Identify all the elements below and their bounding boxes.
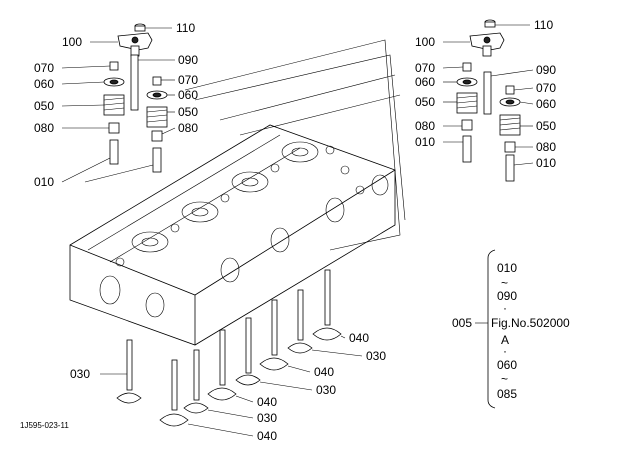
ref-label-005: 005 [452, 316, 472, 330]
valve-030-a [183, 349, 209, 414]
valve-stack-right-b [499, 85, 521, 182]
valve-spring-left-b [146, 106, 168, 128]
callout-040-b: 040 [314, 365, 334, 379]
callout-050-right-a: 050 [415, 95, 435, 109]
callout-leaders [61, 24, 534, 437]
callout-050-left-b: 050 [178, 105, 198, 119]
rocker-arm-right [469, 32, 505, 57]
drawing-code: 1J595-023-11 [20, 421, 69, 430]
callout-040-a: 040 [349, 331, 369, 345]
callout-080-right-b: 080 [536, 140, 556, 154]
callout-100-left: 100 [62, 35, 82, 49]
callout-100-right: 100 [415, 35, 435, 49]
callout-060-right-a: 060 [415, 75, 435, 89]
valve-030-left [116, 339, 142, 404]
callout-040-c: 040 [257, 395, 277, 409]
valve-040-a [159, 359, 189, 427]
reference-bracket: 005 010 ~ 090 · Fig.No.502000 A · 060 ~ … [452, 249, 570, 409]
callout-060-right-b: 060 [536, 97, 556, 111]
callout-070-right-b: 070 [536, 81, 556, 95]
callout-030-a: 030 [366, 349, 386, 363]
valve-cap-left [134, 23, 146, 32]
left-valve-train [103, 23, 168, 173]
callout-030-c: 030 [257, 411, 277, 425]
callout-labels: 110 100 070 060 050 080 010 090 070 060 … [34, 18, 556, 443]
callout-010-left: 010 [34, 175, 54, 189]
valve-040-b [207, 329, 237, 401]
valve-cap-right [484, 19, 496, 28]
ref-tilde1: ~ [501, 276, 508, 290]
callout-070-left-a: 070 [34, 61, 54, 75]
ref-dot1: · [503, 301, 507, 315]
callout-070-left-b: 070 [178, 73, 198, 87]
callout-110-left: 110 [176, 21, 195, 35]
valves [116, 269, 342, 427]
ref-from2: 060 [497, 358, 517, 372]
valve-spring-left-a [103, 94, 125, 116]
rocker-arm-left [117, 32, 153, 57]
callout-010-right-b: 010 [536, 156, 556, 170]
callout-010-right-a: 010 [415, 135, 435, 149]
callout-040-d: 040 [257, 429, 277, 443]
callout-090-left: 090 [178, 53, 198, 67]
ref-tilde2: ~ [501, 372, 508, 386]
ref-to: 090 [497, 289, 517, 303]
ref-dot2: · [503, 344, 507, 358]
valve-bores [115, 141, 365, 267]
callout-080-right-a: 080 [415, 119, 435, 133]
cylinder-head-block [69, 124, 396, 346]
callout-070-right-a: 070 [415, 61, 435, 75]
callout-050-right-b: 050 [536, 119, 556, 133]
valve-stack-left-a [103, 61, 125, 165]
valve-stack-right-a [456, 62, 478, 163]
callout-050-left: 050 [34, 99, 54, 113]
ref-letter: A [501, 333, 509, 347]
valve-spring-right-a [456, 92, 478, 114]
callout-080-left-b: 080 [178, 121, 198, 135]
valve-040-d [312, 269, 342, 341]
valve-040-c [259, 299, 289, 371]
valve-030-c [287, 289, 313, 354]
push-rod-right [483, 71, 492, 115]
valve-stack-left-b [146, 76, 168, 173]
leader-lines [184, 39, 406, 251]
callout-030-b: 030 [316, 383, 336, 397]
callout-090-right: 090 [536, 63, 556, 77]
push-rod-left [130, 54, 139, 111]
callout-060-left: 060 [34, 77, 54, 91]
callout-080-left: 080 [34, 121, 54, 135]
ref-from: 010 [497, 261, 517, 275]
ref-fig: Fig.No.502000 [491, 316, 570, 330]
right-valve-train [456, 19, 521, 182]
valve-spring-right-b [499, 114, 521, 136]
callout-110-right: 110 [534, 18, 553, 32]
callout-030-left: 030 [70, 367, 90, 381]
ref-to2: 085 [497, 387, 517, 401]
valve-030-b [235, 317, 261, 386]
callout-060-left-b: 060 [178, 88, 198, 102]
